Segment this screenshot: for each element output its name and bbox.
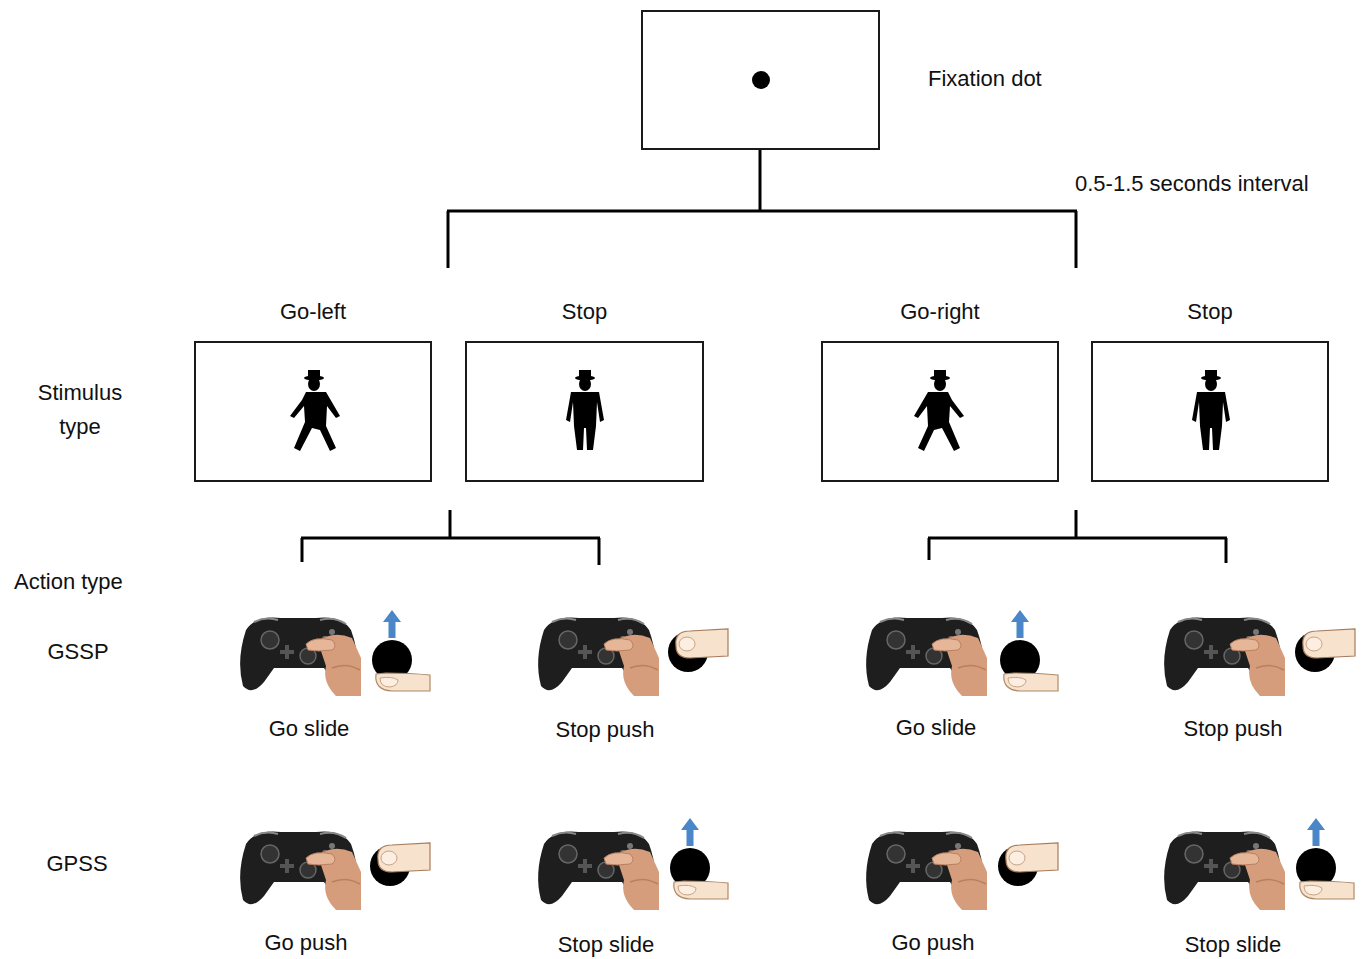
gamepad <box>240 832 361 911</box>
gamepad <box>538 618 659 697</box>
action-label: Go slide <box>896 715 977 741</box>
interval-label: 0.5-1.5 seconds interval <box>1075 171 1309 197</box>
condition-label: GPSS <box>46 851 107 877</box>
row-heading: Action type <box>14 569 123 595</box>
push-icon <box>998 843 1058 886</box>
stimulus-box: Stop <box>465 341 704 482</box>
standing-figure <box>1192 370 1230 450</box>
bracket <box>301 150 1227 565</box>
gamepad <box>1164 618 1285 697</box>
stimulus-heading: Stop <box>1187 299 1232 325</box>
slide-icon <box>670 818 728 899</box>
action-label: Go slide <box>269 716 350 742</box>
slide-icon <box>1000 610 1058 691</box>
action-label: Stop slide <box>1185 932 1282 958</box>
action-label: Stop slide <box>558 932 655 958</box>
gamepad <box>866 618 987 697</box>
stimulus-heading: Go-left <box>280 299 346 325</box>
condition-label: GSSP <box>47 639 108 665</box>
stimulus-box: Stop <box>1091 341 1329 482</box>
stimulus-heading: Go-right <box>900 299 979 325</box>
push-icon <box>668 629 728 672</box>
gamepad <box>240 618 361 697</box>
push-icon <box>370 843 430 886</box>
gamepad <box>538 832 659 911</box>
walking-figure <box>290 370 340 451</box>
slide-icon <box>372 610 430 691</box>
fixation-box: Fixation dot <box>641 10 880 150</box>
action-label: Stop push <box>1183 716 1282 742</box>
walking-figure <box>914 370 964 451</box>
box-label: Fixation dot <box>928 66 1042 92</box>
slide-icon <box>1296 818 1354 899</box>
action-label: Stop push <box>555 717 654 743</box>
action-label: Go push <box>891 930 974 956</box>
stimulus-box: Go-left <box>194 341 432 482</box>
gamepad <box>866 832 987 911</box>
standing-figure <box>566 370 604 450</box>
fixation-dot <box>752 71 770 89</box>
stimulus-heading: Stop <box>562 299 607 325</box>
row-heading: Stimulus type <box>24 376 136 444</box>
action-label: Go push <box>264 930 347 956</box>
gamepad <box>1164 832 1285 911</box>
push-icon <box>1295 629 1355 672</box>
stimulus-box: Go-right <box>821 341 1059 482</box>
